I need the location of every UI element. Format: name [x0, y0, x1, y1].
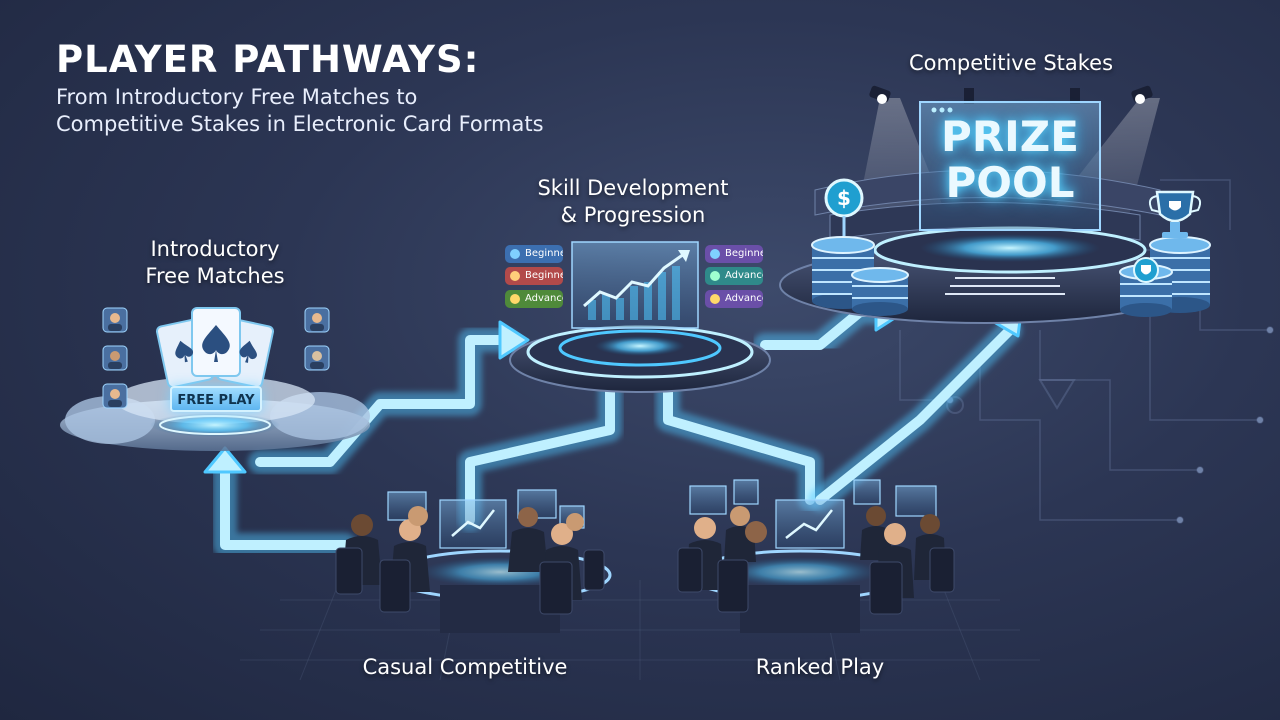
skill-badge: Advanced: [505, 290, 563, 308]
skill-label-line-1: Skill Development: [537, 176, 729, 200]
badge-dot-icon: [710, 294, 720, 304]
avatar: [102, 307, 128, 333]
ranked-stage-label: Ranked Play: [755, 655, 885, 679]
badge-dot-icon: [510, 294, 520, 304]
avatar: [102, 345, 128, 371]
path-intro-to-skill: [248, 320, 530, 474]
skill-label-line-2: & Progression: [560, 203, 706, 227]
intro-label-line-1: Introductory: [150, 237, 280, 261]
chip-stack-right: [1119, 236, 1211, 317]
intro-label-line-2: Free Matches: [145, 264, 285, 288]
badge-dot-icon: [710, 271, 720, 281]
avatar: [102, 383, 128, 409]
svg-text:$: $: [837, 186, 851, 210]
badge-dot-icon: [710, 249, 720, 259]
spade-icon: [175, 325, 257, 363]
skill-badge: Beginner: [705, 245, 763, 263]
playing-cards: [155, 307, 275, 389]
skill-badge: Advanced: [705, 267, 763, 285]
chairs: [677, 547, 955, 615]
casual-stage-label: Casual Competitive: [362, 655, 568, 679]
page-title: PLAYER PATHWAYS:: [56, 38, 480, 81]
trophy-icon: [1148, 190, 1202, 238]
pathway-arrows: [203, 292, 1024, 557]
chip-stack-left: [811, 236, 909, 316]
title-block: PLAYER PATHWAYS: From Introductory Free …: [56, 36, 544, 138]
skill-badge-label: Advanced: [725, 293, 763, 304]
path-ranked-to-skill: [656, 378, 822, 512]
prize-pool-text: PRIZE POOL: [912, 114, 1108, 206]
arena-glow-disc: [920, 234, 1100, 262]
ranked-stage: [677, 479, 955, 633]
prize-pool-screen: [919, 101, 1101, 231]
skill-badge-label: Advanced: [525, 293, 563, 304]
skill-glow-disc: [595, 336, 685, 356]
subtitle-line-2: Competitive Stakes in Electronic Card Fo…: [56, 112, 544, 136]
free-play-button[interactable]: FREE PLAY: [170, 386, 262, 412]
badge-dot-icon: [510, 271, 520, 281]
shield-chip-icon: [1133, 257, 1159, 283]
dollar-chip-icon: $: [824, 178, 864, 236]
skill-badge-label: Advanced: [725, 270, 763, 281]
subtitle-line-1: From Introductory Free Matches to: [56, 85, 418, 109]
path-casual-to-intro: [203, 446, 357, 557]
skill-stage-label: Skill Development & Progression: [500, 175, 766, 229]
arena-steps: [945, 277, 1065, 295]
competitive-stage-label: Competitive Stakes: [908, 51, 1114, 75]
skill-badge: Beginner: [505, 267, 563, 285]
player-avatars: [102, 307, 330, 409]
casual-stage: [335, 489, 612, 633]
skill-badge-label: Beginner: [525, 248, 563, 259]
avatar: [304, 345, 330, 371]
skill-badge-label: Beginner: [525, 270, 563, 281]
skill-badge: Advanced: [705, 290, 763, 308]
prize-line-2: POOL: [945, 158, 1075, 207]
growth-chart-screen: [571, 241, 699, 329]
prize-line-1: PRIZE: [941, 112, 1079, 161]
skill-badge: Beginner: [505, 245, 563, 263]
avatar: [304, 307, 330, 333]
intro-stage: [60, 307, 370, 451]
path-casual-to-skill: [458, 378, 622, 532]
holo-panels: [689, 479, 937, 549]
competitive-stage: $: [779, 85, 1211, 324]
intro-stage-label: Introductory Free Matches: [110, 236, 320, 290]
skill-badge-label: Beginner: [725, 248, 763, 259]
badge-dot-icon: [510, 249, 520, 259]
intro-glow-disc: [150, 413, 280, 437]
skill-stage: [509, 241, 771, 393]
chairs: [335, 547, 605, 615]
